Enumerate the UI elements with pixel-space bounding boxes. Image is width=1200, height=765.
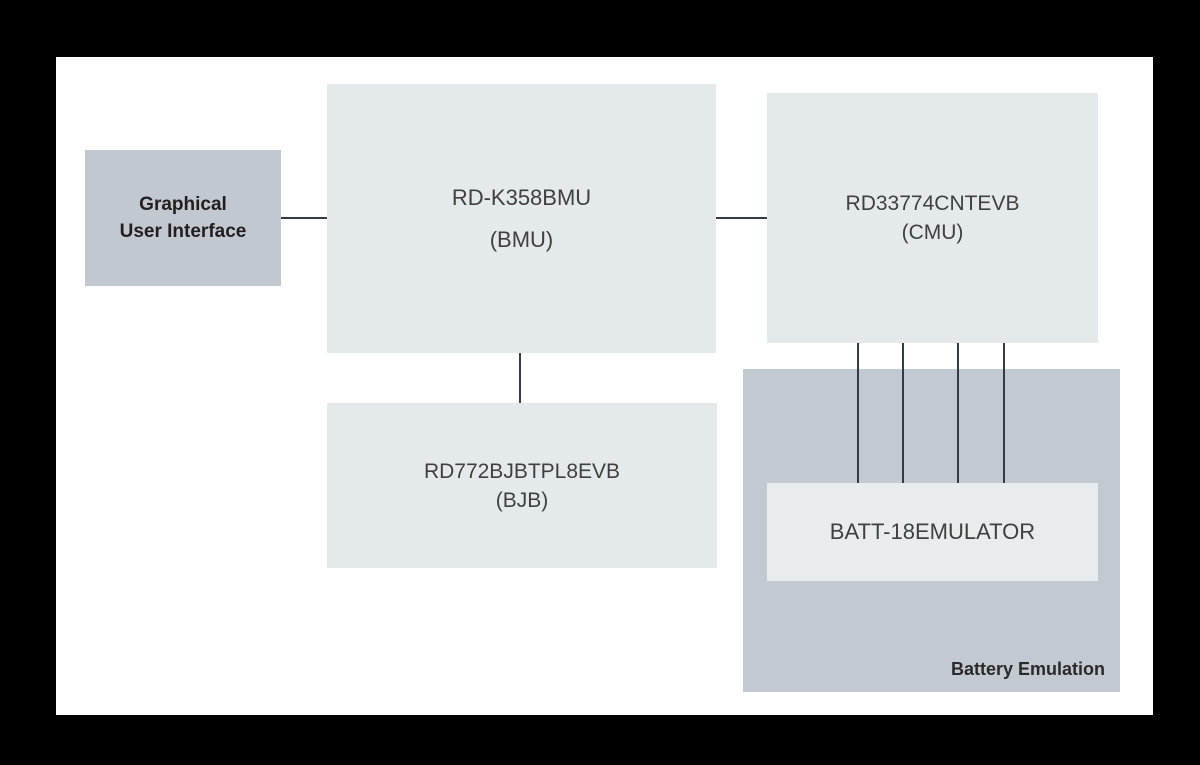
connector-cmu-to-emulator-1 xyxy=(857,343,859,483)
node-bmu: RD-K358BMU (BMU) xyxy=(327,84,716,353)
connector-bmu-to-cmu xyxy=(716,217,767,219)
node-cmu: RD33774CNTEVB (CMU) xyxy=(767,93,1098,343)
node-bjb: RD772BJBTPL8EVB (BJB) xyxy=(327,403,717,568)
connector-gui-to-bmu xyxy=(281,217,327,219)
node-batt-18emulator: BATT-18EMULATOR xyxy=(767,483,1098,581)
connector-cmu-to-emulator-4 xyxy=(1003,343,1005,483)
bmu-role: (BMU) xyxy=(489,226,554,252)
connector-bmu-to-bjb xyxy=(519,353,521,403)
connector-cmu-to-emulator-3 xyxy=(957,343,959,483)
batt-18emulator-name: BATT-18EMULATOR xyxy=(829,519,1036,544)
gui-label-line2: User Interface xyxy=(119,221,247,242)
bjb-name: RD772BJBTPL8EVB xyxy=(423,459,621,483)
cmu-name: RD33774CNTEVB xyxy=(845,192,1020,215)
bjb-role: (BJB) xyxy=(495,488,549,512)
gui-label-line1: Graphical xyxy=(139,194,227,215)
bmu-name: RD-K358BMU xyxy=(451,184,592,210)
connector-cmu-to-emulator-2 xyxy=(902,343,904,483)
battery-emulation-label: Battery Emulation xyxy=(950,659,1105,679)
cmu-role: (CMU) xyxy=(901,221,964,244)
node-graphical-user-interface: Graphical User Interface xyxy=(85,150,281,286)
diagram-page: Graphical User Interface RD-K358BMU (BMU… xyxy=(56,57,1153,715)
